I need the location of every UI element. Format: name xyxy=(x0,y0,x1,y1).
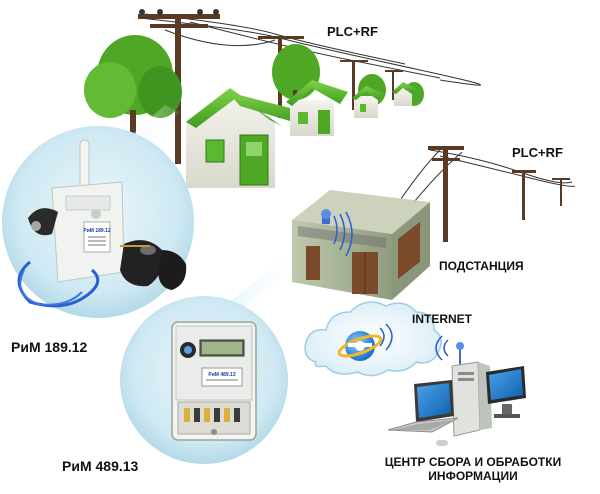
house-small xyxy=(352,82,416,118)
house-large xyxy=(186,88,300,188)
internet-explorer-icon xyxy=(337,331,383,361)
data-center-computers xyxy=(387,335,526,446)
label-data-center-line1: ЦЕНТР СБОРА И ОБРАБОТКИ xyxy=(384,455,562,469)
meter-small-illustration: РиМ 189.12 xyxy=(2,126,194,318)
internet-cloud xyxy=(304,301,442,377)
label-data-center-line2: ИНФОРМАЦИИ xyxy=(428,468,518,483)
house-medium xyxy=(286,80,348,136)
substation-building xyxy=(292,190,430,300)
meter-plate-text: РиМ 189.12 xyxy=(83,228,110,234)
label-internet: INTERNET xyxy=(412,312,472,326)
label-meter-large: РиМ 489.13 xyxy=(62,458,139,474)
label-data-center: ЦЕНТР СБОРА И ОБРАБОТКИ ИНФОРМАЦИИ xyxy=(358,455,588,484)
cable-icon xyxy=(17,260,100,308)
label-meter-small: РиМ 189.12 xyxy=(11,339,88,355)
antenna-icon xyxy=(435,335,464,366)
utility-pole xyxy=(443,146,448,242)
meter-large-illustration: РиМ 489.13 xyxy=(120,296,288,464)
label-plc-rf-top: PLC+RF xyxy=(327,24,378,39)
utility-pole xyxy=(352,60,355,110)
trees xyxy=(84,35,424,150)
label-plc-rf-right: PLC+RF xyxy=(512,145,563,160)
meter-plate-text: РиМ 489.13 xyxy=(208,372,235,378)
label-substation: ПОДСТАНЦИЯ xyxy=(439,259,524,273)
power-line-right xyxy=(389,146,576,242)
laptop-icon xyxy=(387,380,459,433)
door-icon xyxy=(306,246,320,280)
utility-pole xyxy=(522,170,525,220)
